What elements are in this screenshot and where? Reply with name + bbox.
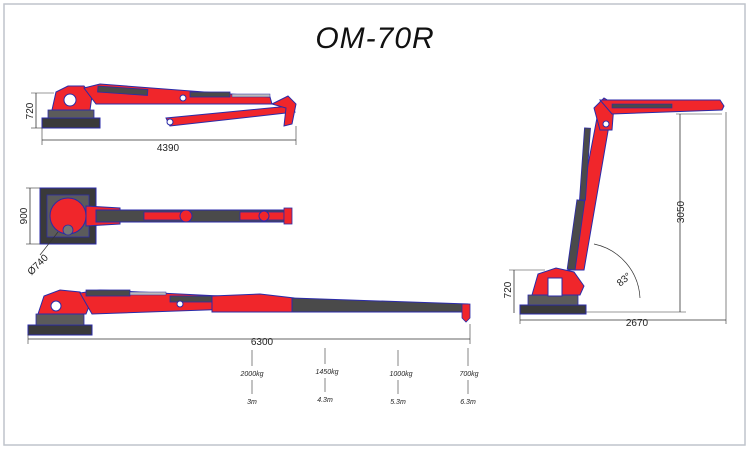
raised-height-label: 3050	[676, 200, 687, 223]
load-point: 1450kg 4.3m	[316, 348, 339, 404]
reach-value: 5.3m	[390, 399, 406, 406]
load-value: 1450kg	[316, 369, 339, 376]
boom-segment-2	[291, 297, 469, 313]
folded-height-label: 720	[25, 102, 36, 119]
top-view: 900 Ø740	[19, 187, 293, 278]
extended-side-view: 6300	[27, 289, 471, 348]
raised-reach-label: 2670	[626, 318, 649, 329]
base-pad-raised	[519, 304, 587, 315]
drawing-title: OM-70R	[315, 22, 435, 55]
load-point: 1000kg 5.3m	[390, 350, 413, 406]
folded-length-label: 4390	[157, 143, 180, 154]
base-pad-extended	[27, 324, 93, 336]
folded-side-view: 720 4390	[25, 83, 297, 154]
reach-value: 6.3m	[460, 399, 476, 406]
load-value: 2000kg	[240, 371, 264, 378]
load-value: 700kg	[459, 371, 478, 378]
reach-value: 3m	[247, 399, 257, 406]
angle-arc	[593, 243, 641, 299]
base-pad	[41, 117, 101, 129]
base-width-label: 900	[19, 207, 30, 224]
load-chart: 2000kg 3m 1450kg 4.3m 1000kg 5.3m 700kg …	[240, 348, 479, 406]
slew-diameter-label: Ø740	[26, 252, 51, 277]
load-value: 1000kg	[390, 371, 413, 378]
load-point: 2000kg 3m	[240, 350, 264, 406]
frame-border	[3, 3, 746, 446]
load-point: 700kg 6.3m	[459, 348, 479, 406]
boom-angle-label: 83°	[615, 271, 634, 289]
reach-value: 4.3m	[317, 397, 333, 404]
extended-length-label: 6300	[251, 337, 274, 348]
raised-side-view: 83° 720 3050 2670	[503, 97, 727, 329]
raised-base-height-label: 720	[503, 281, 514, 298]
